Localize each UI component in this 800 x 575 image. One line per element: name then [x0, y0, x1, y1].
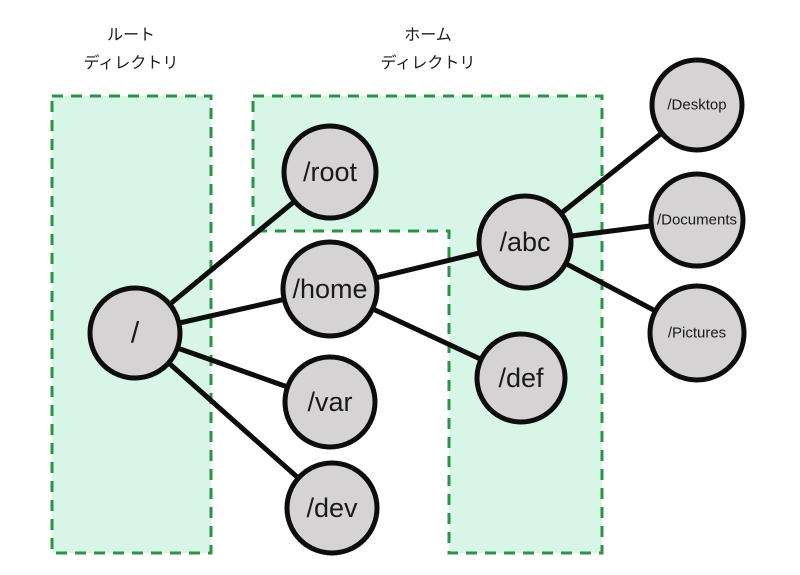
node-root-dir-label: /root: [303, 157, 358, 187]
node-def-circle: [474, 331, 568, 425]
node-abc-label: /abc: [499, 227, 550, 257]
node-abc-circle: [476, 193, 574, 291]
node-var-circle: [282, 354, 378, 450]
node-home-circle: [280, 239, 380, 339]
node-var-label: /var: [307, 387, 352, 417]
node-dev-label: /dev: [306, 493, 358, 523]
node-documents-label: /Documents: [657, 212, 737, 229]
node-documents-circle: [648, 171, 746, 269]
node-root-slash-label: /: [131, 317, 140, 350]
node-root-dir-circle: [281, 123, 379, 221]
node-dev-circle: [284, 460, 380, 556]
node-desktop-label: /Desktop: [667, 97, 726, 114]
node-pictures-label: /Pictures: [668, 325, 726, 342]
home-directory-label: ホームディレクトリ: [381, 27, 476, 72]
node-pictures-circle: [647, 283, 747, 383]
node-root-slash-circle: [87, 285, 183, 381]
node-home-label: /home: [292, 274, 367, 304]
node-def-label: /def: [498, 363, 544, 393]
node-desktop-circle: [649, 57, 745, 153]
root-directory-label: ルートディレクトリ: [84, 27, 179, 72]
